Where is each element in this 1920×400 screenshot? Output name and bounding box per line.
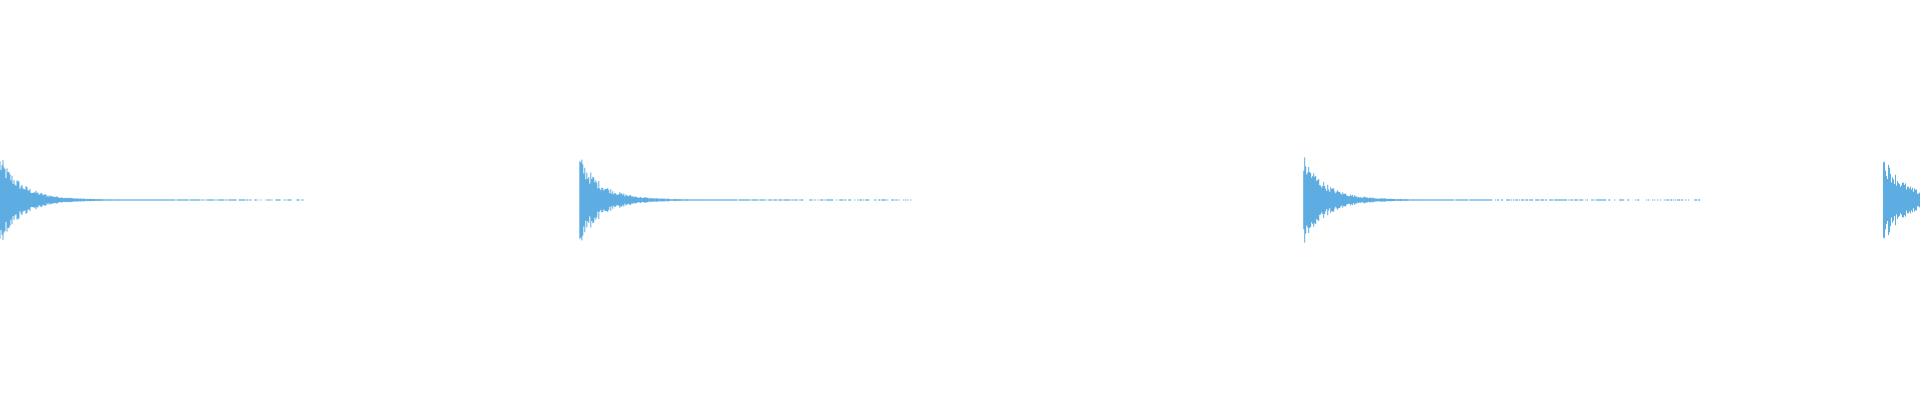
waveform-burst-path <box>579 159 912 241</box>
waveform-burst-path <box>1883 161 1920 239</box>
waveform-burst-path <box>0 160 304 240</box>
waveform-trace <box>0 157 1920 243</box>
waveform-burst <box>579 159 912 241</box>
waveform-burst-path <box>1303 157 1701 243</box>
waveform-burst <box>0 160 304 240</box>
waveform-burst <box>1883 161 1920 239</box>
waveform-burst <box>1303 157 1701 243</box>
